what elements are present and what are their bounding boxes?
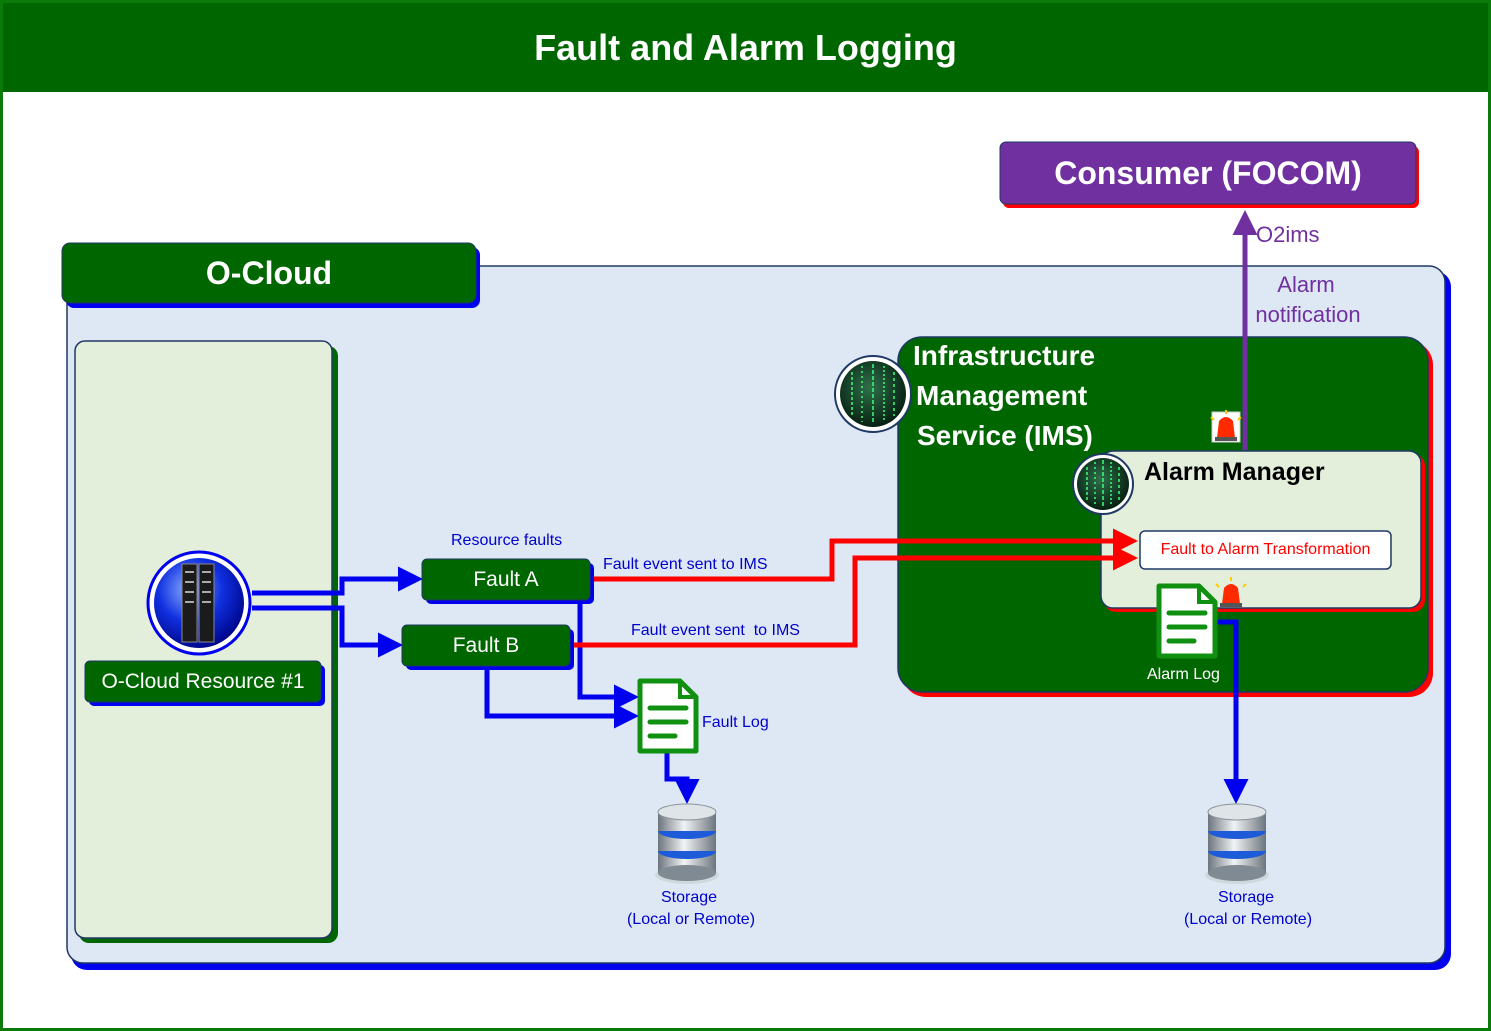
fault-log-document-icon xyxy=(637,678,699,754)
consumer-box xyxy=(999,141,1419,208)
fault-a-box xyxy=(421,558,594,604)
resource-label: O-Cloud Resource #1 xyxy=(101,670,305,693)
alarm-log-label: Alarm Log xyxy=(1147,666,1220,683)
storage-right-label-line2: (Local or Remote) xyxy=(1183,911,1313,928)
storage-right-label-line1: Storage xyxy=(1217,889,1275,906)
notification-label-line2: notification xyxy=(1255,302,1361,327)
storage-left-label-line2: (Local or Remote) xyxy=(626,911,756,928)
event-flow-fault-b xyxy=(572,545,1138,648)
transform-label: Fault to Alarm Transformation xyxy=(1160,541,1371,558)
title-bar: Fault and Alarm Logging xyxy=(3,3,1488,92)
ocloud-header xyxy=(61,242,480,308)
consumer-label: Consumer (FOCOM) xyxy=(1054,155,1362,191)
page-title: Fault and Alarm Logging xyxy=(534,27,957,68)
storage-left-database-icon xyxy=(655,803,719,884)
flow-resource-to-fault-a xyxy=(252,566,423,596)
flow-fault-a-to-fault-log xyxy=(577,600,639,710)
ims-label-line3: Service (IMS) xyxy=(917,420,1093,451)
resource-faults-caption: Resource faults xyxy=(451,532,563,549)
ocloud-label: O-Cloud xyxy=(205,255,333,291)
alarm-manager-code-icon xyxy=(1072,453,1134,515)
event-label-a: Fault event sent to IMS xyxy=(603,556,768,573)
event-flow-fault-a xyxy=(591,528,1138,582)
alarm-beacon-icon xyxy=(1215,577,1247,607)
flow-fault-b-to-fault-log xyxy=(484,666,639,729)
resource-label-box xyxy=(84,660,325,706)
event-label-b: Fault event sent to IMS xyxy=(631,622,800,639)
server-icon xyxy=(146,550,252,656)
alarm-log-document-icon xyxy=(1156,583,1218,659)
alarm-manager-label: Alarm Manager xyxy=(1144,458,1325,486)
fault-a-label: Fault A xyxy=(473,568,539,591)
storage-left-label-line1: Storage xyxy=(660,889,718,906)
ims-code-icon xyxy=(834,355,912,433)
fault-b-box xyxy=(401,624,574,670)
flow-fault-log-to-storage xyxy=(664,752,700,804)
interface-name: O2ims xyxy=(1256,222,1320,247)
notification-label-line1: Alarm xyxy=(1277,272,1335,297)
alarm-beacon-icon xyxy=(1210,410,1242,443)
transform-box xyxy=(1139,530,1392,570)
ims-label-line2: Management xyxy=(916,380,1088,411)
fault-b-label: Fault B xyxy=(452,634,520,657)
ims-label-line1: Infrastructure xyxy=(913,340,1096,371)
flow-alarm-log-to-storage xyxy=(1215,619,1249,804)
fault-log-label: Fault Log xyxy=(702,714,769,731)
flow-resource-to-fault-b xyxy=(252,605,403,658)
storage-right-database-icon xyxy=(1205,803,1269,884)
